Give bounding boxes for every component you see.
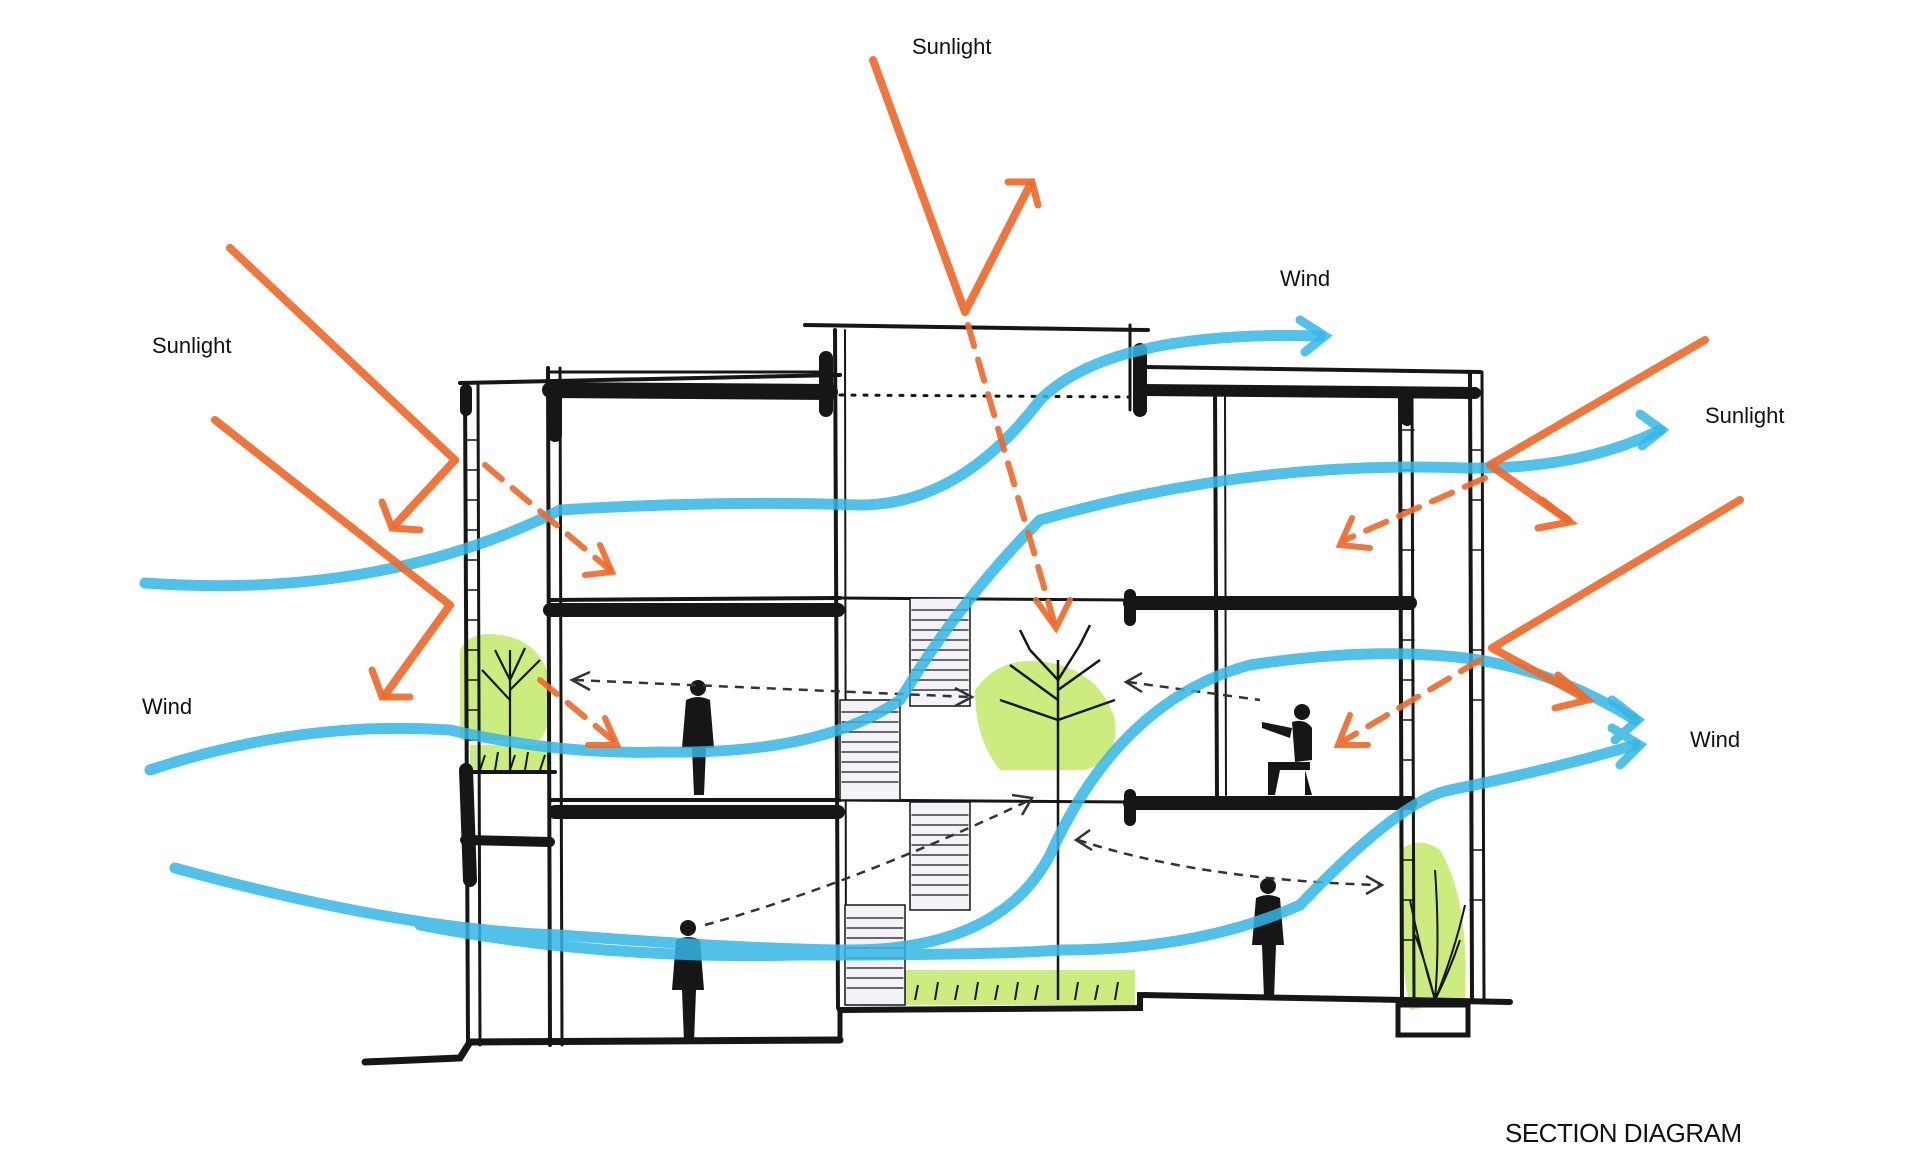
sun-dashed-rays xyxy=(482,322,1488,745)
wind-label-right: Wind xyxy=(1690,727,1741,752)
wind-label-top: Wind xyxy=(1280,266,1331,291)
person-icon xyxy=(682,680,714,795)
wind-label-left: Wind xyxy=(142,694,193,719)
sun-arrowheads xyxy=(368,178,1596,712)
sunlight-label-left: Sunlight xyxy=(152,333,232,358)
seated-person-icon xyxy=(1262,704,1312,795)
tree-icon xyxy=(481,647,541,770)
wind-streams xyxy=(139,330,1666,962)
sun-rays xyxy=(211,56,1744,702)
person-icon xyxy=(672,920,704,1042)
sunlight-label-top: Sunlight xyxy=(912,34,992,59)
sunlight-label-right: Sunlight xyxy=(1705,403,1785,428)
circulation-arrowheads xyxy=(569,670,1385,896)
plant-icon xyxy=(479,751,1466,1001)
diagram-title: SECTION DIAGRAM xyxy=(1505,1118,1742,1148)
person-icon xyxy=(1252,878,1284,998)
sun-dashed-arrowheads xyxy=(582,515,1373,748)
greenery xyxy=(460,634,1466,1010)
wind-arrowheads xyxy=(1295,315,1670,770)
